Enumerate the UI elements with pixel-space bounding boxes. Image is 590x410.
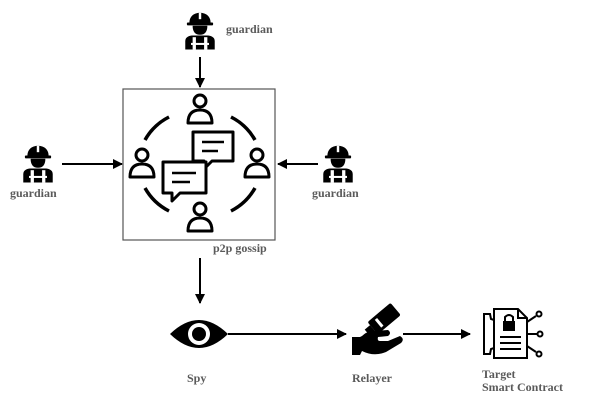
relayer-label: Relayer	[352, 371, 393, 385]
guardian-worker-icon	[23, 145, 53, 183]
smart-contract-icon	[483, 308, 544, 359]
relayer-hand-icon	[352, 303, 403, 355]
target-label-line1: Target	[482, 367, 516, 381]
relayer-node: Relayer	[352, 303, 403, 385]
target-node: Target Smart Contract	[482, 308, 563, 394]
gossip-network-icon	[128, 93, 271, 233]
guardian-left-node: guardian	[10, 145, 57, 200]
target-label-line2: Smart Contract	[482, 380, 563, 394]
gossip-label: p2p gossip	[213, 241, 267, 255]
guardian-worker-icon	[185, 12, 215, 50]
eye-icon	[170, 320, 228, 348]
spy-node: Spy	[170, 320, 228, 385]
guardian-worker-icon	[323, 145, 353, 183]
guardian-right-node: guardian	[312, 145, 359, 200]
guardian-right-label: guardian	[312, 186, 359, 200]
guardian-top-node: guardian	[185, 12, 273, 50]
guardian-left-label: guardian	[10, 186, 57, 200]
spy-label: Spy	[187, 371, 206, 385]
edges	[62, 57, 471, 339]
guardian-top-label: guardian	[226, 22, 273, 36]
gossip-node: p2p gossip	[122, 88, 276, 255]
